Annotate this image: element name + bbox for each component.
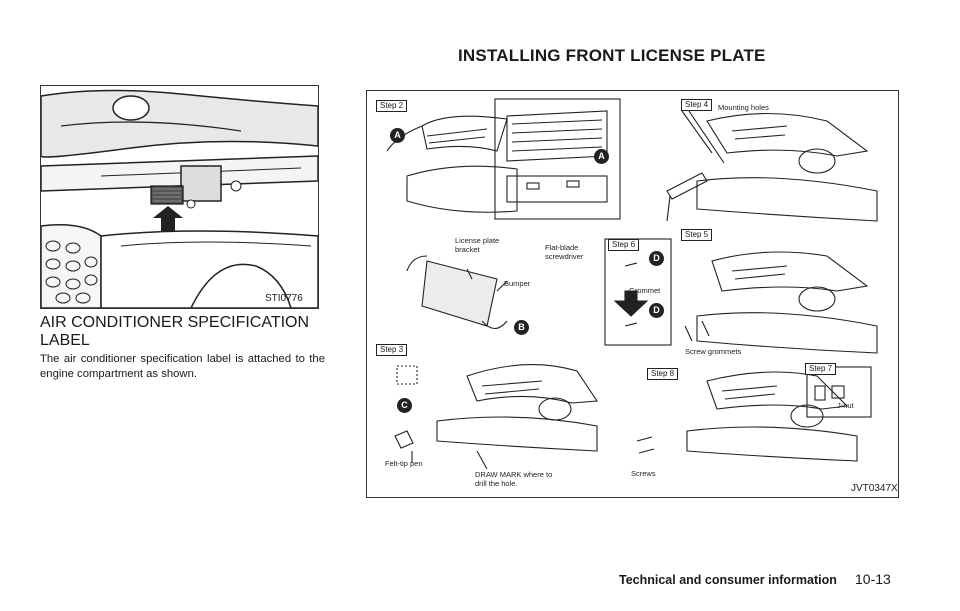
step-3-label: Step 3 [376,344,408,356]
license-plate-illustration [367,91,898,497]
callout-a-zoom: A [594,149,609,164]
step-5-label: Step 5 [681,229,713,241]
section-title: AIR CONDITIONER SPECIFICATION LABEL [40,314,320,350]
label-mounting-holes: Mounting holes [718,103,769,112]
page-number: 10-13 [855,571,891,587]
footer-section-title: Technical and consumer information [619,573,837,587]
label-grommet: Grommet [629,286,661,295]
section-title-line2: LABEL [40,332,90,349]
callout-c: C [397,398,412,413]
label-j-nut: J-nut [837,401,854,410]
label-felt-tip-pen: Felt-tip pen [385,459,423,468]
label-screws: Screws [631,469,656,478]
callout-d-bottom: D [649,303,664,318]
figure-engine-compartment: STI0776 [40,85,319,309]
step-2-label: Step 2 [376,100,408,112]
step-4-label: Step 4 [681,99,713,111]
step-8-label: Step 8 [647,368,679,380]
step-6-label: Step 6 [608,239,640,251]
step-7-label: Step 7 [805,363,837,375]
callout-b: B [514,320,529,335]
callout-a-step2: A [390,128,405,143]
label-license-plate-bracket: License plate bracket [455,236,500,254]
label-screw-grommets: Screw grommets [685,347,742,356]
label-flat-blade-screwdriver: Flat-blade screwdriver [545,243,584,261]
label-draw-mark: DRAW MARK where to drill the hole. [475,470,553,488]
section-title-line1: AIR CONDITIONER SPECIFICATION [40,314,310,331]
engine-compartment-illustration [41,86,318,308]
body-paragraph: The air conditioner specification label … [40,353,325,380]
callout-d-top: D [649,251,664,266]
figure-code-sti0776: STI0776 [265,293,303,304]
label-bumper: Bumper [504,279,531,288]
figure-license-plate-steps: Step 2 Step 3 Step 4 Step 5 Step 6 Step … [366,90,899,498]
page-heading: INSTALLING FRONT LICENSE PLATE [458,46,766,65]
figure-code-jvt0347x: JVT0347X [851,483,898,494]
